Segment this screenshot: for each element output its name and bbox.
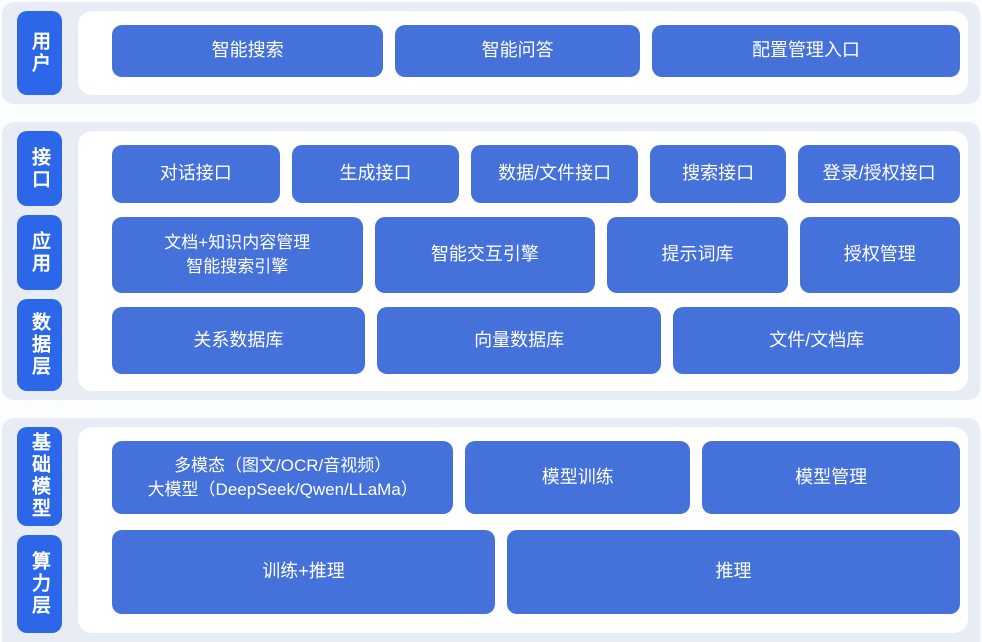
node-auth-management: 授权管理 [799, 217, 960, 293]
section-foundation-layers: 基础模型 算力层 多模态（图文/OCR/音视频） 大模型（DeepSeek/Qw… [2, 418, 980, 642]
node-prompt-library: 提示词库 [607, 217, 788, 293]
node-dialog-api: 对话接口 [112, 145, 280, 203]
platform-layer-labels: 接口 应用 数据层 [17, 131, 62, 391]
foundation-panel: 多模态（图文/OCR/音视频） 大模型（DeepSeek/Qwen/LLaMa）… [78, 427, 968, 633]
layer-label-foundation-model-text: 基础模型 [29, 432, 50, 521]
layer-label-interface: 接口 [17, 131, 62, 207]
layer-label-user-text: 用户 [29, 31, 50, 75]
node-interactive-engine: 智能交互引擎 [374, 217, 596, 293]
layer-label-data: 数据层 [17, 298, 62, 391]
node-search-api: 搜索接口 [649, 145, 787, 203]
node-smart-search: 智能搜索 [112, 25, 384, 77]
node-config-management-entry: 配置管理入口 [651, 25, 960, 77]
layer-label-application-text: 应用 [29, 230, 50, 275]
application-row: 文档+知识内容管理 智能搜索引擎 智能交互引擎 提示词库 授权管理 [112, 217, 960, 293]
section-platform-layers: 接口 应用 数据层 对话接口 生成接口 数据/文件接口 搜索接口 登录/授权接口… [2, 122, 980, 400]
node-data-file-api: 数据/文件接口 [471, 145, 638, 203]
user-layer-panel: 智能搜索 智能问答 配置管理入口 [78, 11, 968, 95]
foundation-layer-labels: 基础模型 算力层 [17, 427, 62, 633]
user-entry-row: 智能搜索 智能问答 配置管理入口 [112, 25, 960, 77]
data-row: 关系数据库 向量数据库 文件/文档库 [112, 307, 960, 374]
layer-label-compute-text: 算力层 [29, 550, 50, 617]
node-multimodal-llm: 多模态（图文/OCR/音视频） 大模型（DeepSeek/Qwen/LLaMa） [112, 441, 454, 514]
node-model-management: 模型管理 [702, 441, 961, 514]
model-row: 多模态（图文/OCR/音视频） 大模型（DeepSeek/Qwen/LLaMa）… [112, 441, 961, 514]
compute-row: 训练+推理 推理 [112, 530, 960, 614]
user-layer-labels: 用户 [17, 11, 62, 95]
layer-label-application: 应用 [17, 215, 62, 290]
node-file-doc-store: 文件/文档库 [673, 307, 960, 374]
layer-label-user: 用户 [17, 11, 62, 95]
node-inference: 推理 [507, 530, 960, 614]
node-generation-api: 生成接口 [291, 145, 460, 203]
node-vector-db: 向量数据库 [376, 307, 662, 374]
node-model-training: 模型训练 [465, 441, 691, 514]
node-doc-knowledge-search-engine: 文档+知识内容管理 智能搜索引擎 [112, 217, 363, 293]
layer-label-data-text: 数据层 [29, 311, 50, 378]
section-user-layer: 用户 智能搜索 智能问答 配置管理入口 [2, 2, 980, 104]
layer-label-compute: 算力层 [17, 534, 62, 633]
node-relational-db: 关系数据库 [112, 307, 365, 374]
layer-label-interface-text: 接口 [29, 146, 50, 191]
node-login-auth-api: 登录/授权接口 [798, 145, 960, 203]
platform-panel: 对话接口 生成接口 数据/文件接口 搜索接口 登录/授权接口 文档+知识内容管理… [78, 131, 968, 391]
node-training-inference: 训练+推理 [112, 530, 495, 614]
layer-label-foundation-model: 基础模型 [17, 427, 62, 526]
interface-row: 对话接口 生成接口 数据/文件接口 搜索接口 登录/授权接口 [112, 145, 960, 203]
node-smart-qa: 智能问答 [395, 25, 640, 77]
